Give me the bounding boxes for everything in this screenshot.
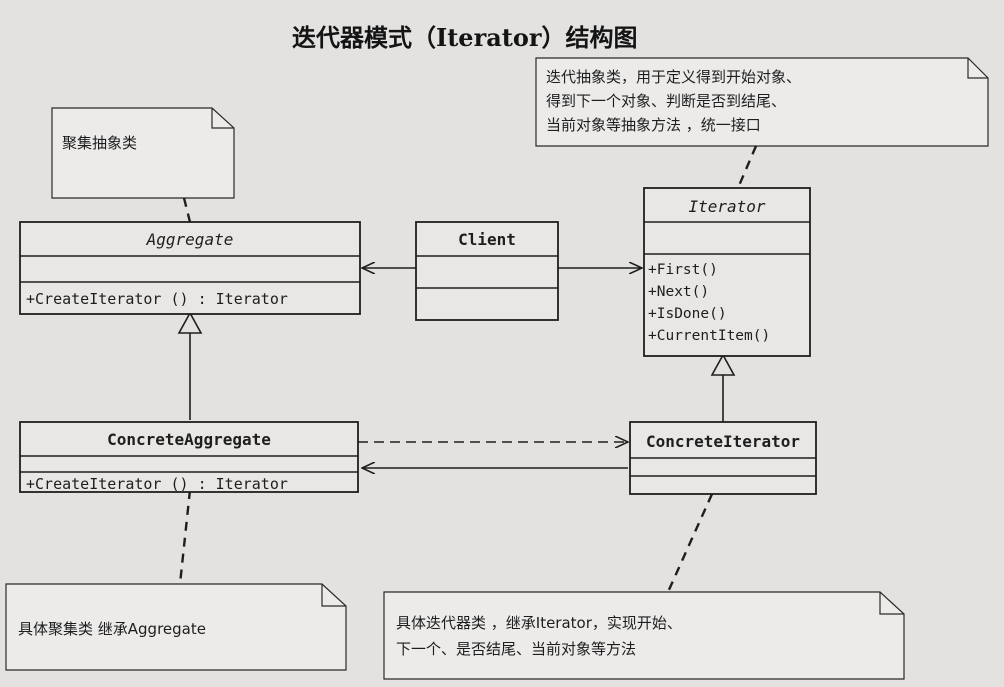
class-name-concrete-iterator: ConcreteIterator bbox=[646, 432, 800, 451]
note-concrete-iterator-line: 具体迭代器类 ，继承Iterator，实现开始、 bbox=[396, 614, 682, 632]
class-iterator: Iterator +First() +Next() +IsDone() +Cur… bbox=[643, 187, 811, 357]
note-anchor-iterator bbox=[736, 145, 758, 189]
class-client: Client bbox=[415, 221, 559, 321]
note-iterator-line: 得到下一个对象、判断是否到结尾、 bbox=[546, 92, 786, 110]
note-connectors bbox=[178, 145, 758, 593]
note-iterator-line: 迭代抽象类，用于定义得到开始对象、 bbox=[546, 68, 801, 86]
operation-create-iterator: +CreateIterator () : Iterator bbox=[26, 290, 288, 308]
note-aggregate: 聚集抽象类 bbox=[51, 107, 235, 199]
note-concrete-iterator: 具体迭代器类 ，继承Iterator，实现开始、 下一个、是否结尾、当前对象等方… bbox=[383, 591, 905, 680]
class-concrete-aggregate: ConcreteAggregate +CreateIterator () : I… bbox=[19, 421, 359, 493]
note-iterator: 迭代抽象类，用于定义得到开始对象、 得到下一个对象、判断是否到结尾、 当前对象等… bbox=[535, 57, 989, 147]
note-concrete-aggregate-line: 具体聚集类 继承Aggregate bbox=[18, 620, 206, 638]
note-concrete-aggregate: 具体聚集类 继承Aggregate bbox=[5, 583, 347, 671]
relationship-lines bbox=[177, 268, 736, 468]
generalization-arrowhead bbox=[710, 353, 736, 376]
class-aggregate: Aggregate +CreateIterator () : Iterator bbox=[19, 221, 361, 315]
class-name-iterator: Iterator bbox=[688, 197, 765, 216]
note-iterator-line: 当前对象等抽象方法 ，统一接口 bbox=[546, 116, 761, 134]
operation-first: +First() bbox=[648, 262, 718, 278]
operation-create-iterator: +CreateIterator () : Iterator bbox=[26, 475, 288, 493]
note-anchor-aggregate bbox=[182, 197, 192, 223]
note-aggregate-line: 聚集抽象类 bbox=[62, 134, 137, 152]
note-concrete-iterator-line: 下一个、是否结尾、当前对象等方法 bbox=[396, 640, 636, 658]
note-anchor-concrete-iterator bbox=[666, 493, 714, 593]
class-name-concrete-aggregate: ConcreteAggregate bbox=[107, 430, 271, 449]
operation-is-done: +IsDone() bbox=[648, 306, 727, 322]
operation-next: +Next() bbox=[648, 284, 709, 300]
generalization-arrowhead bbox=[177, 311, 203, 334]
class-concrete-iterator: ConcreteIterator bbox=[629, 421, 817, 495]
class-name-aggregate: Aggregate bbox=[146, 230, 234, 249]
diagram-title: 迭代器模式（Iterator）结构图 bbox=[292, 23, 638, 52]
class-name-client: Client bbox=[458, 230, 516, 249]
operation-current-item: +CurrentItem() bbox=[648, 328, 770, 344]
note-anchor-concrete-aggregate bbox=[178, 489, 192, 585]
